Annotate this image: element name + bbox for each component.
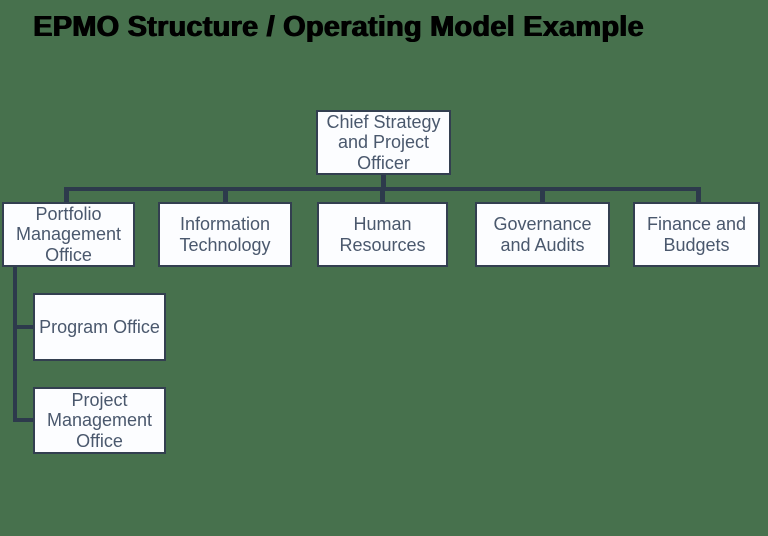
org-box-finance-and-budgets: Finance and Budgets [633,202,760,267]
connector-drop-human-resources [380,189,385,203]
connector-drop-information-technology [223,189,228,203]
org-box-project-management-office: Project Management Office [33,387,166,454]
org-box-chief-strategy-and-project-officer: Chief Strategy and Project Officer [316,110,451,175]
connector-root-stub [381,175,386,189]
connector-drop-portfolio [64,189,69,203]
connector-program-office-arm [13,325,34,329]
org-box-information-technology: Information Technology [158,202,292,267]
connector-drop-finance [696,187,701,203]
org-box-portfolio-management-office: Portfolio Management Office [2,202,135,267]
org-box-program-office: Program Office [33,293,166,361]
connector-portfolio-down-line [13,266,17,422]
connector-project-office-arm [13,418,34,422]
org-box-human-resources: Human Resources [317,202,448,267]
org-box-governance-and-audits: Governance and Audits [475,202,610,267]
connector-drop-governance [540,189,545,203]
diagram-title: EPMO Structure / Operating Model Example [33,11,644,43]
